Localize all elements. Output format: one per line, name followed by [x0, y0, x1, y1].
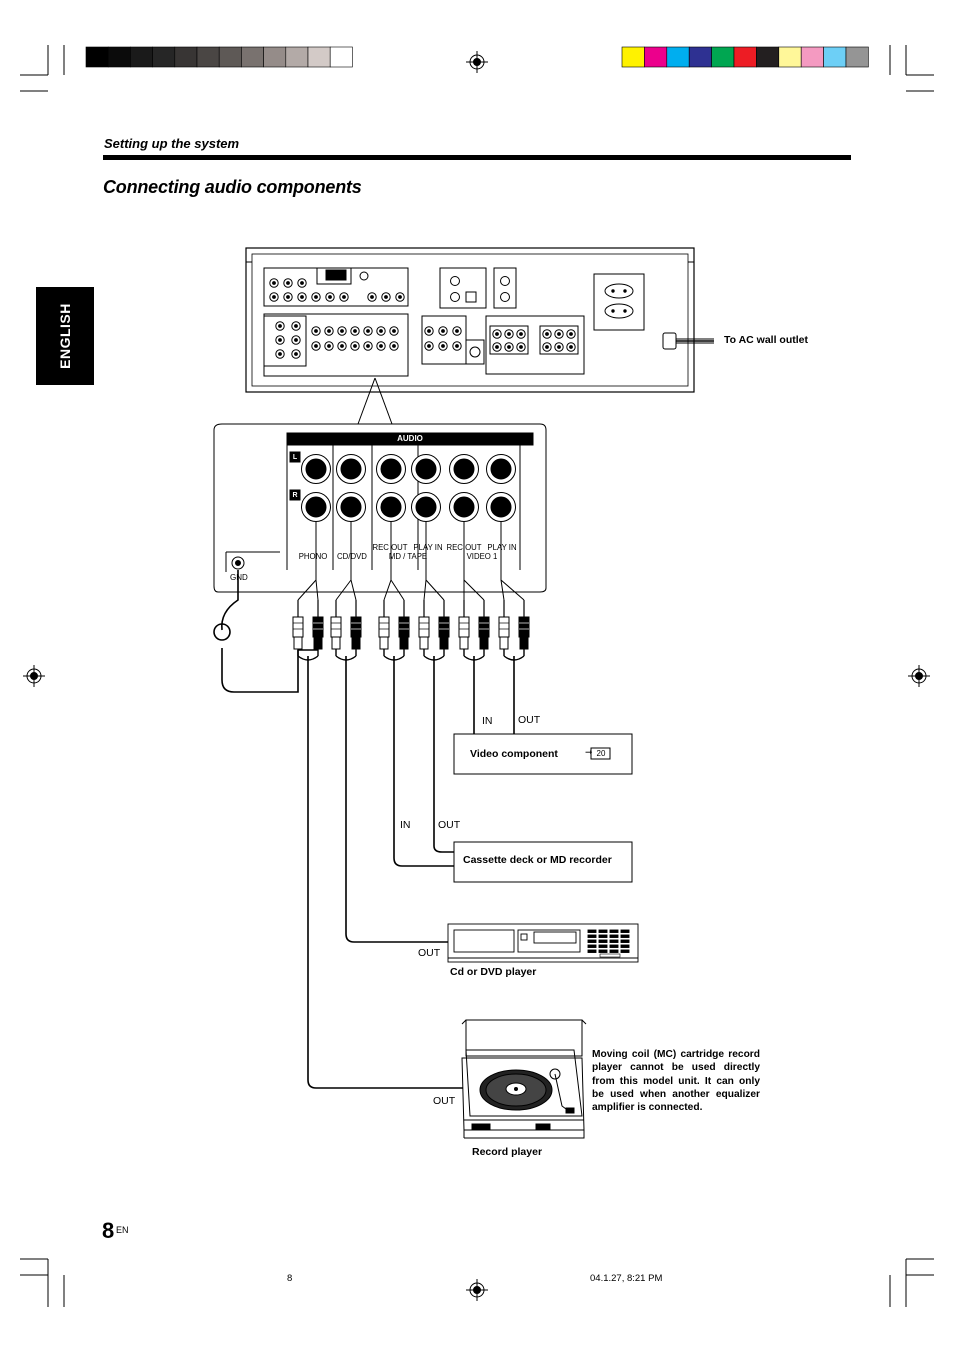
rca-plug	[378, 616, 390, 638]
video-component-label: Video component	[470, 748, 558, 760]
jack-label-play-in-video: PLAY IN	[487, 543, 517, 552]
record-player-label: Record player	[472, 1146, 543, 1158]
crop-marks	[20, 45, 934, 1307]
language-tab: ENGLISH	[36, 287, 94, 385]
rca-plug	[438, 616, 450, 638]
enlarged-jack-panel	[213, 423, 547, 593]
component-boxes	[453, 733, 633, 883]
section-header: Setting up the system	[104, 136, 240, 151]
header-rule	[103, 155, 851, 160]
registration-icon	[23, 51, 930, 1301]
zoom-callout	[357, 377, 393, 425]
page-number: 8	[102, 1218, 115, 1243]
rca-plug	[458, 616, 470, 638]
page-language-suffix: EN	[116, 1225, 129, 1235]
jack-label-md-tape: MD / TAPE	[388, 552, 428, 561]
rca-plugs	[292, 521, 530, 661]
rca-plug	[350, 616, 362, 638]
cassette-out-label: OUT	[438, 819, 461, 831]
rca-plug	[478, 616, 490, 638]
rear-panel-jacks	[269, 278, 576, 359]
page-ref-number: 20	[596, 749, 606, 758]
jack-label-video1: VIDEO 1	[466, 552, 498, 561]
jack-label-rec-out-md: REC OUT	[372, 543, 408, 552]
turntable	[461, 1019, 587, 1139]
page-ref-arrow-icon: ➞	[585, 747, 593, 757]
cd-player	[447, 923, 639, 963]
audio-bar-label: AUDIO	[397, 434, 423, 443]
record-out-label: OUT	[433, 1095, 456, 1107]
color-swatch	[329, 46, 353, 68]
color-swatch	[845, 46, 869, 68]
rca-plug	[312, 616, 324, 638]
right-channel-label: R	[292, 492, 298, 499]
cassette-in-label: IN	[400, 819, 411, 831]
gnd-label: GND	[230, 573, 248, 582]
rca-plug	[330, 616, 342, 638]
cd-out-label: OUT	[418, 947, 441, 959]
grayscale-color-bar	[85, 46, 353, 68]
jack-label-play-in-md: PLAY IN	[413, 543, 443, 552]
page-title: Connecting audio components	[103, 177, 362, 197]
left-channel-label: L	[292, 454, 298, 461]
process-color-bar	[621, 46, 869, 68]
rca-plug	[292, 616, 304, 638]
mc-cartridge-note: Moving coil (MC) cartridge record player…	[592, 1049, 760, 1114]
receiver-rear-panel	[245, 247, 714, 393]
cassette-label: Cassette deck or MD recorder	[463, 854, 612, 866]
audio-jacks	[301, 454, 516, 522]
cd-player-label: Cd or DVD player	[450, 966, 537, 978]
video-in-label: IN	[482, 715, 493, 727]
rca-plug	[518, 616, 530, 638]
rca-plug	[498, 616, 510, 638]
ac-outlet-label: To AC wall outlet	[724, 334, 808, 346]
video-out-label: OUT	[518, 714, 541, 726]
footer-page: 8	[287, 1273, 293, 1284]
jack-label-cd-dvd: CD/DVD	[337, 552, 367, 561]
rca-plug	[398, 616, 410, 638]
jack-label-rec-out-video: REC OUT	[446, 543, 482, 552]
jack-label-phono: PHONO	[298, 552, 328, 561]
cables	[213, 570, 515, 1089]
footer-timestamp: 04.1.27, 8:21 PM	[590, 1273, 663, 1284]
rca-plug	[418, 616, 430, 638]
